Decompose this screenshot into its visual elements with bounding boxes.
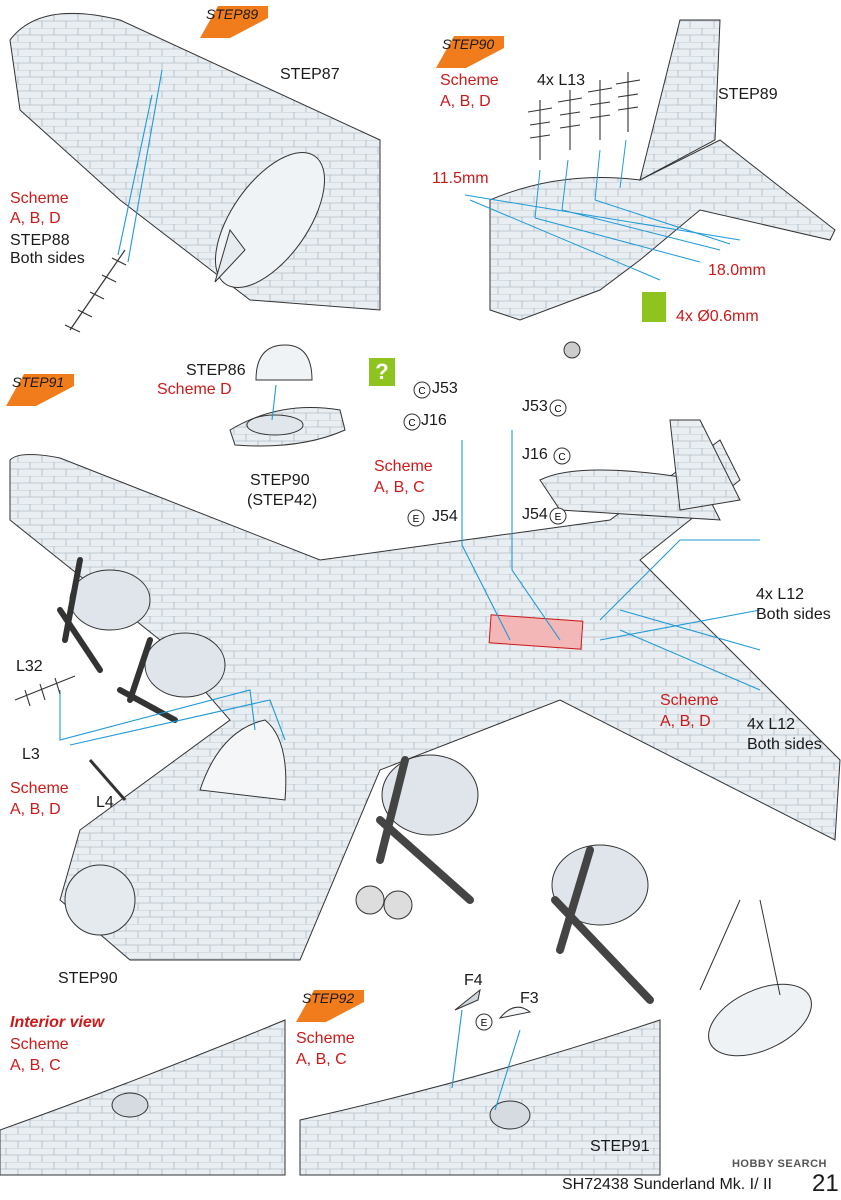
scheme-abd-4: Scheme	[10, 780, 69, 797]
clear-part-letter: C	[418, 386, 425, 397]
walkway-grid-part	[488, 614, 584, 650]
step91-label: STEP91	[12, 374, 65, 390]
part-l32: L32	[16, 658, 43, 675]
label-l12-b: 4x L12	[747, 716, 796, 733]
drill-icon	[642, 292, 666, 322]
part-f4: F4	[464, 972, 483, 989]
scheme-abd-2-values: A, B, D	[440, 93, 491, 110]
scheme-abc-1-values: A, B, C	[374, 479, 425, 496]
label-both-sides-2: Both sides	[756, 606, 831, 623]
part-l4: L4	[96, 794, 114, 811]
etched-part-letter-3: E	[481, 1018, 488, 1029]
scheme-abd-1-values: A, B, D	[10, 210, 61, 227]
label-drill: 4x Ø0.6mm	[676, 308, 759, 325]
label-step42: (STEP42)	[247, 492, 318, 509]
step92-tab: STEP92	[296, 990, 364, 1022]
scheme-abd-4-values: A, B, D	[10, 801, 61, 818]
scheme-d: Scheme D	[157, 381, 232, 398]
main-aircraft-illustration	[9, 419, 841, 1057]
etched-part-icon: E	[407, 509, 425, 527]
part-f3: F3	[520, 990, 539, 1007]
antenna-l32	[14, 675, 127, 801]
scheme-abd-3-values: A, B, D	[660, 713, 711, 730]
label-step88: STEP88	[10, 232, 70, 249]
dimension-lines	[464, 139, 741, 281]
part-j53-b: J53	[522, 398, 548, 415]
scheme-abc-2-values: A, B, C	[10, 1057, 61, 1074]
antennas-l13	[527, 72, 641, 160]
part-j16-b: J16	[522, 446, 548, 463]
scheme-abd-1: Scheme	[10, 190, 69, 207]
interior-view-label: Interior view	[10, 1014, 105, 1031]
clear-part-letter-4: C	[558, 452, 565, 463]
step92-right	[299, 988, 661, 1176]
scheme-abd-2: Scheme	[440, 72, 499, 89]
scheme-abc-3-values: A, B, C	[296, 1051, 347, 1068]
part-j54-a: J54	[432, 508, 458, 525]
etched-part-icon-3: E	[475, 1013, 493, 1031]
dimension-18-0: 18.0mm	[708, 262, 766, 279]
part-l3: L3	[22, 746, 40, 763]
label-both-sides-3: Both sides	[747, 736, 822, 753]
clear-part-letter-3: C	[554, 404, 561, 415]
clear-part-icon-3: C	[549, 399, 567, 417]
clear-part-icon-2: C	[403, 413, 421, 431]
clear-part-icon-4: C	[553, 447, 571, 465]
dimension-11-5: 11.5mm	[432, 170, 489, 187]
part-j54-b: J54	[522, 506, 548, 523]
watermark: HOBBY SEARCH	[731, 1158, 827, 1170]
step90-label: STEP90	[442, 36, 495, 52]
label-both-sides-1: Both sides	[10, 250, 85, 267]
clear-part-icon: C	[413, 381, 431, 399]
step92-label: STEP92	[302, 990, 355, 1006]
etched-part-letter: E	[413, 514, 420, 525]
callout-lines-step88	[117, 69, 163, 263]
page-number: 21	[812, 1170, 839, 1197]
step91-tab: STEP91	[6, 374, 74, 406]
label-step90-a: STEP90	[250, 472, 310, 489]
question-icon: ?	[369, 358, 395, 386]
part-j53-a: J53	[432, 380, 458, 397]
step89-tab: STEP89	[200, 6, 268, 38]
step90-tab: STEP90	[436, 36, 504, 68]
scheme-abc-2: Scheme	[10, 1036, 69, 1053]
label-step87: STEP87	[280, 66, 340, 83]
clear-part-letter-2: C	[408, 418, 415, 429]
label-step86: STEP86	[186, 362, 246, 379]
wing-top-left-illustration	[9, 12, 381, 311]
scheme-abd-3: Scheme	[660, 692, 719, 709]
interior-view-left	[0, 1019, 286, 1176]
etched-part-letter-2: E	[555, 512, 562, 523]
etched-part-icon-2: E	[549, 507, 567, 525]
part-j16-a: J16	[421, 412, 447, 429]
step89-label: STEP89	[206, 6, 259, 22]
antenna-step88	[64, 249, 127, 333]
label-step89: STEP89	[718, 86, 778, 103]
label-step90-b: STEP90	[58, 970, 118, 987]
callout-lines-main	[59, 430, 761, 746]
footer-model: SH72438 Sunderland Mk. I/ II	[562, 1176, 772, 1193]
label-l12-a: 4x L12	[756, 586, 805, 603]
turret-step86	[229, 344, 346, 447]
scheme-abc-3: Scheme	[296, 1030, 355, 1047]
tail-top-right-illustration	[489, 19, 836, 359]
label-l13: 4x L13	[537, 72, 586, 89]
label-step91: STEP91	[590, 1138, 650, 1155]
scheme-abc-1: Scheme	[374, 458, 433, 475]
